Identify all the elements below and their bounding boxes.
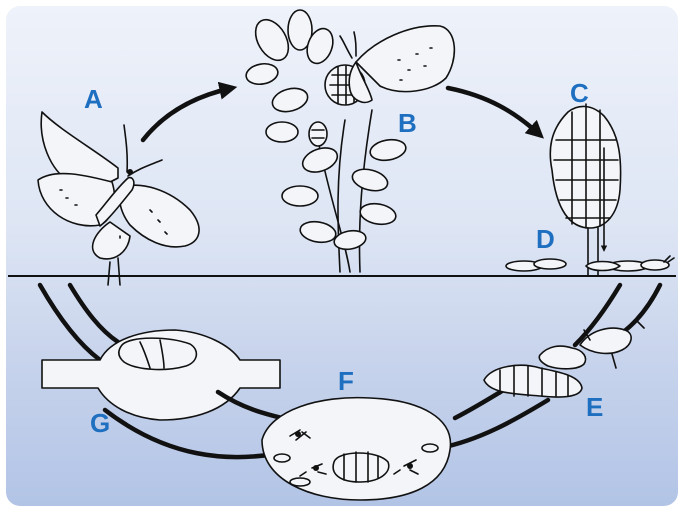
label-f: F xyxy=(338,366,354,396)
label-d: D xyxy=(536,224,555,254)
butterfly-adult-illustration xyxy=(38,112,199,285)
label-e: E xyxy=(586,392,603,422)
young-larvae-illustration xyxy=(506,256,674,271)
arrow-b-to-c xyxy=(448,88,540,135)
label-a: A xyxy=(84,84,103,114)
arrow-a-to-b xyxy=(143,88,232,140)
host-plant-illustration xyxy=(245,10,455,272)
label-b: B xyxy=(398,108,417,138)
pupa-illustration xyxy=(119,338,197,369)
label-c: C xyxy=(570,78,589,108)
egg-cluster-illustration xyxy=(550,104,620,275)
label-g: G xyxy=(90,408,110,438)
caterpillar-with-ants-illustration xyxy=(484,320,644,397)
